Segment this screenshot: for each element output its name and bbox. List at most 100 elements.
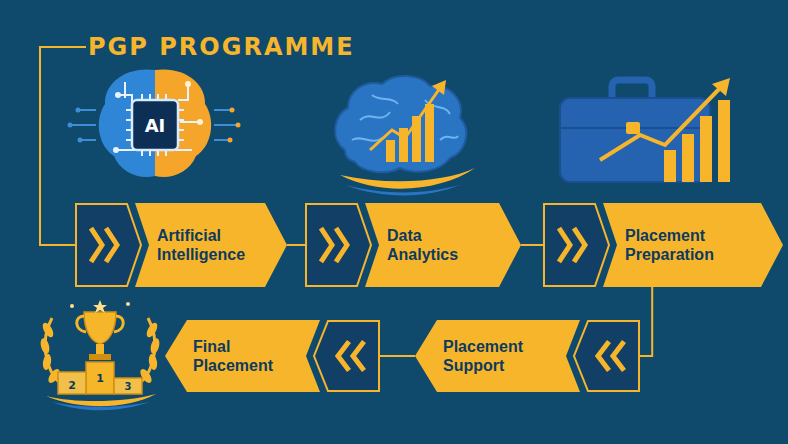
connector <box>640 287 652 356</box>
ai-brain-icon <box>68 69 241 177</box>
step-tab <box>76 204 141 286</box>
step-shape <box>305 203 521 287</box>
process-step: Final Placement <box>165 320 380 392</box>
podium-third <box>114 378 142 394</box>
trace-dot <box>228 138 233 143</box>
trophy-icon <box>39 300 161 410</box>
trend-line <box>600 86 722 160</box>
chevron-mark <box>613 342 624 371</box>
swoosh <box>345 184 462 195</box>
step-shape <box>543 203 783 287</box>
swoosh <box>340 168 475 189</box>
step-shape-group <box>165 320 379 392</box>
connector-line <box>380 355 415 357</box>
chevron-mark <box>559 228 570 262</box>
chevron-mark <box>574 228 585 262</box>
trophy-handles <box>77 316 124 332</box>
step-tab <box>306 204 371 286</box>
chart-bar <box>700 116 712 182</box>
step-arrow <box>365 203 521 287</box>
chevron-mark <box>91 228 102 262</box>
podium-first <box>86 362 114 394</box>
trend-arrowhead <box>432 80 446 95</box>
chart-bar <box>682 134 694 182</box>
trophy-stem <box>96 344 104 354</box>
podium-second <box>58 372 86 394</box>
chevron-mark <box>336 228 347 262</box>
circuit-dot <box>115 92 121 98</box>
step-arrow <box>603 203 783 287</box>
connector <box>380 356 415 357</box>
step-tab <box>574 321 639 391</box>
circuit-dot <box>113 147 119 153</box>
chart-bar <box>386 140 395 162</box>
trend-arrowhead <box>712 78 730 96</box>
step-shape-group <box>544 203 783 287</box>
process-step: Artificial Intelligence <box>75 203 287 287</box>
connector-line <box>287 244 305 246</box>
step-label: Data Analytics <box>387 226 458 264</box>
step-shape-group <box>415 320 639 392</box>
trend-line <box>370 88 440 150</box>
connector <box>521 245 543 246</box>
ai-chip <box>132 100 178 150</box>
chart-bar <box>425 104 434 162</box>
step-shape <box>165 320 380 392</box>
analytics-brain-icon <box>335 76 475 195</box>
leaf <box>42 353 53 370</box>
brain-shape <box>335 76 466 172</box>
step-tab <box>314 321 379 391</box>
podium-number: 1 <box>96 373 104 384</box>
chart-bar <box>718 100 730 182</box>
trace-dot <box>236 123 241 128</box>
step-label: Placement Preparation <box>625 226 714 264</box>
step-arrow <box>415 320 580 392</box>
step-tab <box>544 204 609 286</box>
chip-pins <box>126 94 184 156</box>
briefcase-clasp <box>626 122 640 134</box>
chevron-mark <box>106 228 117 262</box>
step-label: Artificial Intelligence <box>157 226 245 264</box>
step-shape-group <box>306 203 521 287</box>
trace-dot <box>78 138 83 143</box>
podium-number: 3 <box>125 382 132 392</box>
chevron-mark <box>338 342 349 371</box>
trophy-base <box>89 354 111 360</box>
connector <box>287 245 305 246</box>
leaf <box>41 321 56 339</box>
chevron-mark <box>353 342 364 371</box>
trace-dot <box>68 123 73 128</box>
connector-line <box>640 287 652 356</box>
step-shape <box>75 203 287 287</box>
process-step: Placement Support <box>415 320 640 392</box>
circuit-dot <box>185 81 191 87</box>
diagram-title: PGP PROGRAMME <box>88 33 355 61</box>
process-step: Placement Preparation <box>543 203 783 287</box>
step-label: Placement Support <box>443 337 523 375</box>
chart-bar <box>664 150 676 182</box>
briefcase-icon <box>560 78 730 182</box>
chevron-mark <box>321 228 332 262</box>
circuit-dot <box>197 119 203 125</box>
step-shape <box>415 320 640 392</box>
connector-line <box>521 244 543 246</box>
trophy-cup <box>84 312 116 344</box>
trace-dot <box>76 108 81 113</box>
star <box>93 300 107 313</box>
leaf <box>148 353 159 370</box>
ribbon-swoosh <box>52 402 150 410</box>
sparkle <box>70 304 74 308</box>
sparkle <box>126 302 130 306</box>
step-label: Final Placement <box>193 337 273 375</box>
chevron-mark <box>598 342 609 371</box>
leaf <box>39 337 51 355</box>
step-shape-group <box>76 203 287 287</box>
leaf <box>145 321 160 339</box>
process-step: Data Analytics <box>305 203 521 287</box>
step-arrow <box>135 203 287 287</box>
chip-text: AI <box>145 117 166 135</box>
step-arrow <box>165 320 320 392</box>
trace-dot <box>230 108 235 113</box>
leaf <box>149 337 161 355</box>
